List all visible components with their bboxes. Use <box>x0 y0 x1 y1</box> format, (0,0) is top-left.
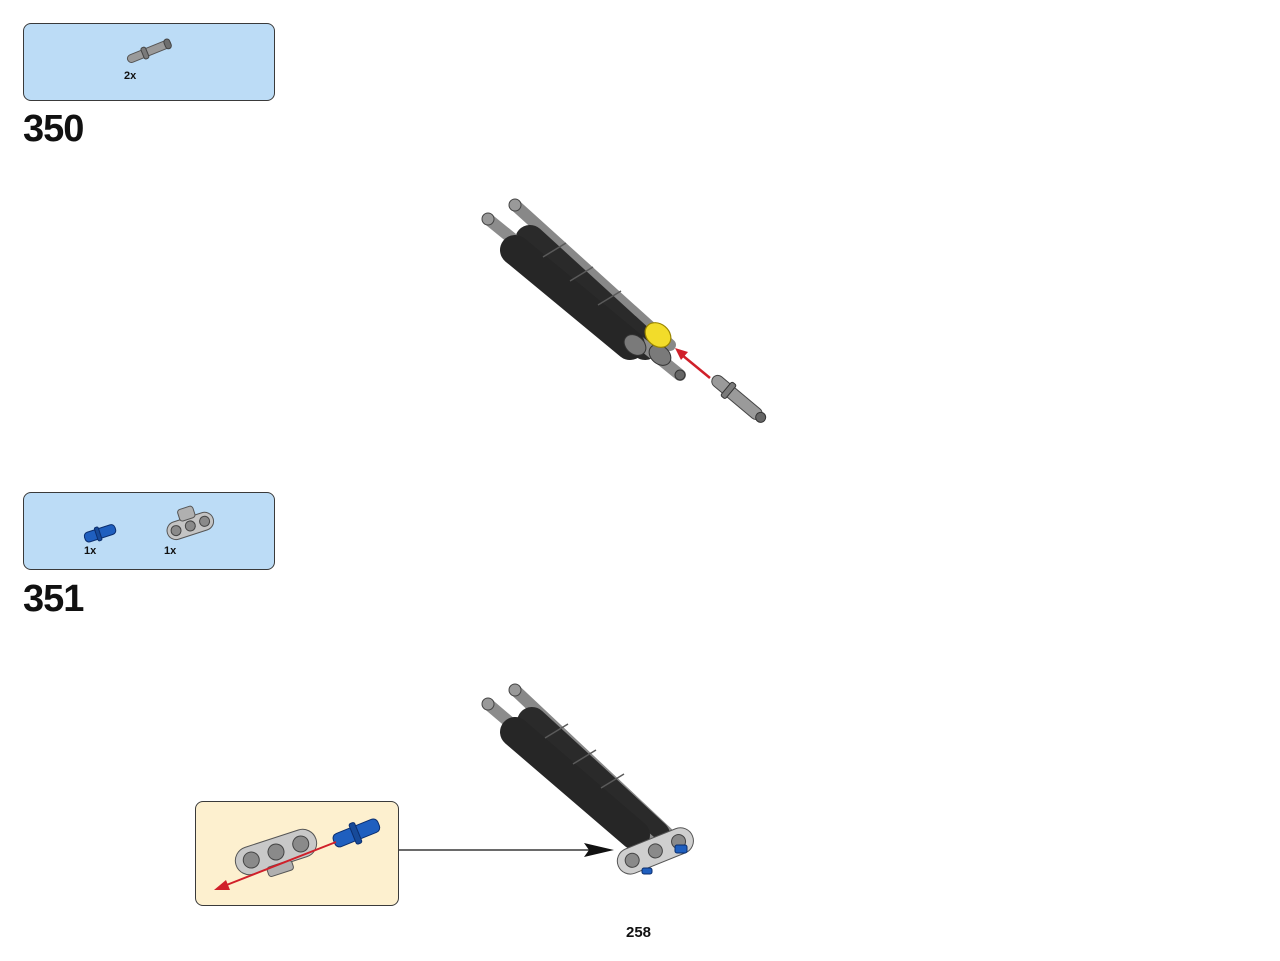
pin-with-friction-ridges-icon <box>126 38 172 63</box>
parts-box-step-350: 2x <box>23 23 275 101</box>
part-quantity: 1x <box>164 545 177 557</box>
beam-3-hole-connector-icon <box>166 505 215 541</box>
axle-assembly <box>481 198 686 381</box>
parts-box-step-351: 1x 1x <box>23 492 275 570</box>
step-351-assembly-illustration <box>481 683 694 875</box>
step-number-350: 350 <box>23 108 84 150</box>
part-quantity: 1x <box>84 545 97 557</box>
step-number-351: 351 <box>23 578 84 620</box>
page-number: 258 <box>626 924 652 941</box>
step-350-assembly-illustration <box>481 198 767 423</box>
subassembly-callout <box>195 801 399 906</box>
callout-arrow <box>399 843 614 857</box>
blue-axle-pin-icon <box>83 524 117 543</box>
part-quantity: 2x <box>124 70 137 82</box>
subassembly-illustration <box>214 818 381 890</box>
